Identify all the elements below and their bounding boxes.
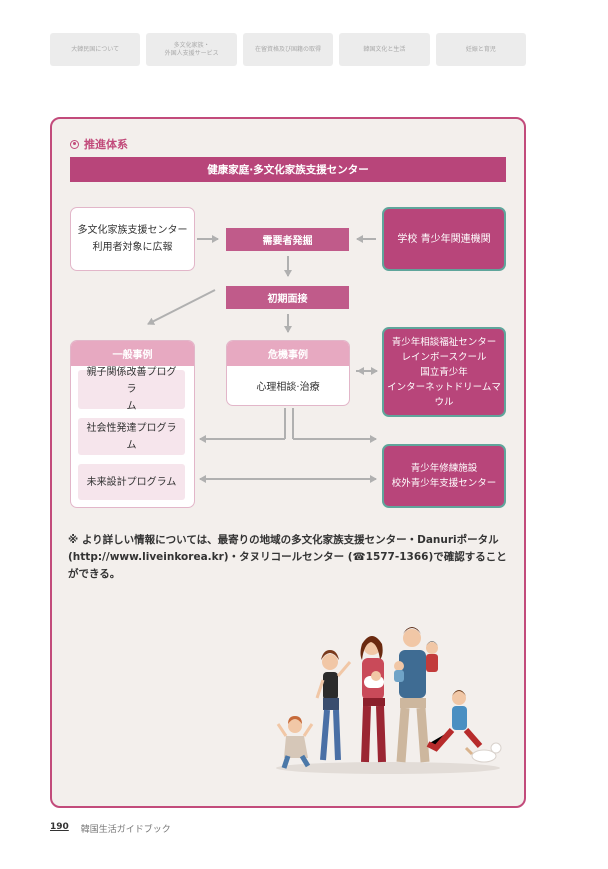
needs-discovery-box: 需要者発掘 (226, 228, 349, 251)
dog-figure (464, 742, 502, 763)
youth-organizations-box: 青少年相談福祉センター レインボースクール 国立青少年 インターネットドリームマ… (382, 327, 506, 417)
info-note: ※ より詳しい情報については、最寄りの地域の多文化家族支援センター・Danuri… (68, 534, 507, 580)
crisis-cases-column: 危機事例 心理相談·治療 (226, 340, 350, 406)
program-social-development: 社会性発達プログラム (78, 418, 185, 455)
girl-figure (315, 650, 352, 761)
target-bullet-icon (70, 139, 79, 149)
arrow-initial-to-general (147, 289, 216, 325)
youth-training-box: 青少年修練施設 校外青少年支援センター (382, 444, 506, 508)
tab-multicultural-services[interactable]: 多文化家族・ 外国人支援サービス (146, 33, 237, 66)
page-footer: 190 韓国生活ガイドブック (50, 822, 171, 835)
toddler-figure (426, 641, 438, 672)
section-title: 推進体系 (84, 138, 128, 151)
schools-box: 学校 青少年関連機関 (382, 207, 506, 271)
family-illustration (276, 627, 502, 774)
general-cases-title: 一般事例 (71, 341, 194, 366)
initial-interview-box: 初期面接 (226, 286, 349, 309)
boy-figure (426, 690, 483, 752)
center-header-bar: 健康家庭·多文化家族支援センター (70, 157, 506, 182)
program-future-planning: 未来設計プログラム (78, 464, 185, 500)
section-heading: 推進体系 (70, 136, 128, 152)
baby-figure (394, 661, 404, 682)
chapter-tabs: 大韓民国について 多文化家族・ 外国人支援サービス 在留資格及び国籍の取得 韓国… (50, 33, 527, 66)
tab-visa-nationality[interactable]: 在留資格及び国籍の取得 (242, 33, 334, 66)
tab-pregnancy-childcare[interactable]: 妊娠と育児 (435, 33, 527, 66)
mother-figure (360, 636, 386, 763)
crisis-cases-title: 危機事例 (227, 341, 349, 366)
father-figure (396, 627, 430, 763)
promo-box: 多文化家族支援センター 利用者対象に広報 (70, 207, 195, 271)
tab-culture-life[interactable]: 韓国文化と生活 (339, 33, 430, 66)
page-number: 190 (50, 822, 69, 832)
crisis-counseling-text: 心理相談·治療 (256, 381, 320, 393)
small-child-figure (276, 716, 314, 769)
tab-about-korea[interactable]: 大韓民国について (50, 33, 141, 66)
book-title: 韓国生活ガイドブック (80, 825, 171, 835)
program-parent-child: 親子関係改善プログラ ム (78, 367, 185, 412)
